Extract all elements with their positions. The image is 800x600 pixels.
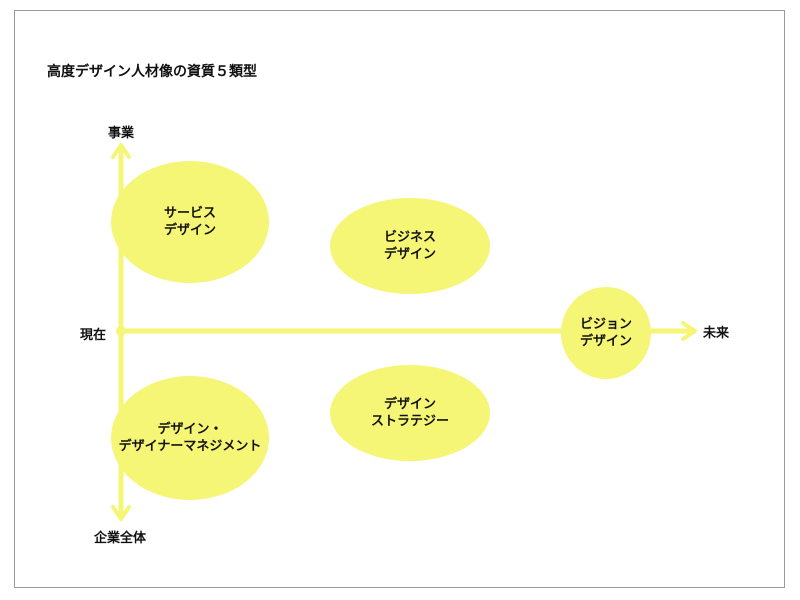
bubble-line: サービス bbox=[163, 206, 217, 221]
axis-label-left: 現在 bbox=[80, 328, 107, 343]
bubble-line: デザイン bbox=[383, 397, 437, 412]
bubble-label-design-strategy: デザイン ストラテジー bbox=[371, 396, 449, 430]
bubble-label-vision-design: ビジョン デザイン bbox=[580, 316, 632, 350]
bubble-label-service-design: サービス デザイン bbox=[164, 205, 216, 239]
axis-label-right: 未来 bbox=[703, 326, 730, 341]
axis-arrow-down bbox=[111, 505, 131, 521]
axis-label-top: 事業 bbox=[108, 126, 135, 141]
bubble-design-management bbox=[111, 376, 269, 500]
bubble-design-strategy bbox=[330, 365, 490, 461]
axis-label-bottom: 企業全体 bbox=[94, 531, 147, 546]
origin-dot bbox=[116, 326, 126, 336]
bubble-line: デザイン bbox=[579, 334, 633, 349]
bubble-business-design bbox=[330, 198, 490, 294]
bubble-line: デザイン・ bbox=[157, 422, 223, 437]
bubble-line: ビジョン bbox=[579, 317, 633, 332]
axis-arrow-right bbox=[681, 321, 697, 341]
bubble-line: デザイン bbox=[163, 223, 217, 238]
bubble-label-design-management: デザイン・ デザイナーマネジメント bbox=[119, 421, 262, 455]
bubble-line: ストラテジー bbox=[370, 414, 450, 429]
diagram-title: 高度デザイン人材像の資質５類型 bbox=[47, 64, 257, 80]
bubble-line: デザイナーマネジメント bbox=[118, 439, 262, 454]
bubble-service-design bbox=[111, 161, 269, 283]
bubble-label-business-design: ビジネス デザイン bbox=[384, 229, 436, 263]
bubble-line: デザイン bbox=[383, 247, 437, 262]
diagram-frame bbox=[14, 10, 785, 588]
bubble-vision-design bbox=[561, 287, 651, 379]
axis-arrow-up bbox=[111, 143, 131, 159]
bubble-line: ビジネス bbox=[383, 230, 437, 245]
